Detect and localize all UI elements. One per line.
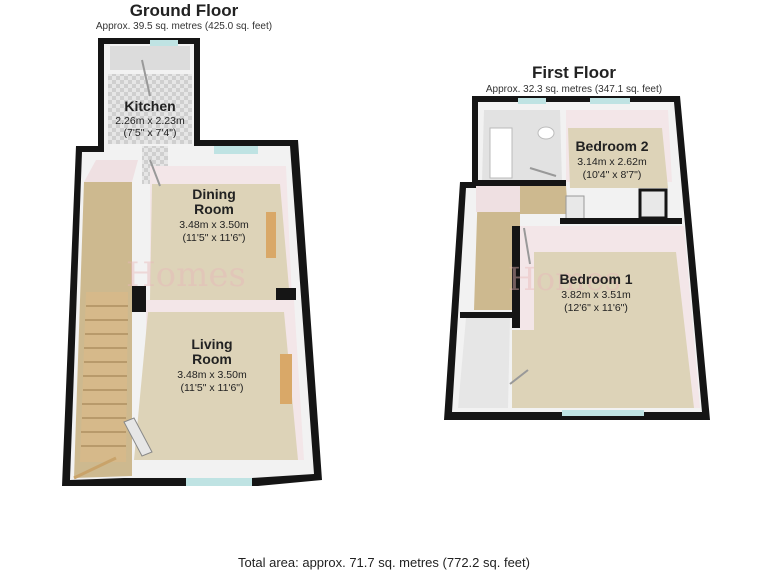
store-room — [458, 318, 510, 408]
bedroom1-name: Bedroom 1 — [559, 271, 632, 287]
living-name-2: Room — [192, 351, 232, 367]
dining-window — [214, 146, 258, 154]
store-wall — [460, 312, 512, 318]
watermark-first: Homes — [508, 260, 621, 298]
bedroom2-metric: 3.14m x 2.62m — [577, 156, 647, 168]
ground-floor-plan — [62, 38, 322, 486]
utility-floor — [110, 46, 190, 70]
landing-wall — [476, 186, 520, 212]
partition-landing-bed1 — [512, 226, 520, 328]
bedroom1-window — [562, 410, 644, 416]
living-room-floor — [134, 312, 298, 460]
dining-living-partition — [132, 286, 146, 312]
watermark-ground: Homes — [126, 255, 246, 295]
bedroom1-metric: 3.82m x 3.51m — [561, 289, 631, 301]
ground-floor-area: Approx. 39.5 sq. metres (425.0 sq. feet) — [96, 21, 272, 32]
bathroom-window — [518, 98, 546, 104]
living-window — [186, 478, 252, 486]
bath-tub — [489, 127, 513, 179]
living-imperial: (11'5" x 11'6") — [180, 382, 243, 394]
bedroom2-imperial: (10'4" x 8'7") — [583, 169, 642, 181]
dining-door — [149, 159, 161, 187]
living-fireplace — [280, 354, 292, 404]
kitchen-metric: 2.26m x 2.23m — [115, 115, 185, 127]
first-floor-plan — [444, 96, 710, 420]
bedroom2-window — [590, 98, 630, 104]
bathroom-door — [529, 167, 557, 177]
hallway-wall-shade — [84, 160, 138, 182]
store-door — [509, 369, 529, 385]
living-name-1: Living — [191, 336, 232, 352]
dining-name-2: Room — [194, 201, 234, 217]
dining-living-partition-right — [276, 288, 296, 300]
total-area: Total area: approx. 71.7 sq. metres (772… — [238, 555, 530, 570]
kitchen-floor — [108, 74, 192, 144]
toilet — [537, 126, 555, 140]
dining-room-floor — [150, 184, 290, 300]
living-metric: 3.48m x 3.50m — [177, 369, 247, 381]
kitchen-door — [141, 59, 151, 97]
bedroom2-name: Bedroom 2 — [575, 138, 648, 154]
staircase — [80, 292, 128, 462]
landing-floor — [474, 186, 568, 310]
kitchen-window — [150, 40, 178, 46]
front-door — [123, 417, 153, 457]
dining-name-1: Dining — [192, 186, 236, 202]
dining-metric: 3.48m x 3.50m — [179, 219, 249, 231]
bedroom1-door — [523, 227, 531, 265]
partition-bed2-bed1 — [560, 218, 682, 224]
ground-floor-title: Ground Floor — [130, 1, 239, 20]
kitchen-imperial: (7'5" x 7'4") — [124, 127, 177, 139]
bedroom2-floor — [568, 128, 668, 188]
partition-bath-landing — [478, 180, 566, 186]
bedroom2-cupboard — [638, 188, 668, 220]
dining-imperial: (11'5" x 11'6") — [182, 232, 245, 244]
bedroom1-imperial: (12'6" x 11'6") — [564, 302, 628, 314]
first-floor-title: First Floor — [532, 63, 616, 82]
dining-fireplace — [266, 212, 276, 258]
first-floor-area: Approx. 32.3 sq. metres (347.1 sq. feet) — [486, 84, 662, 95]
bedroom1-floor — [512, 252, 694, 408]
kitchen-name: Kitchen — [124, 98, 175, 114]
entrance-door-swing — [73, 456, 117, 480]
landing-cupboard — [565, 195, 585, 221]
